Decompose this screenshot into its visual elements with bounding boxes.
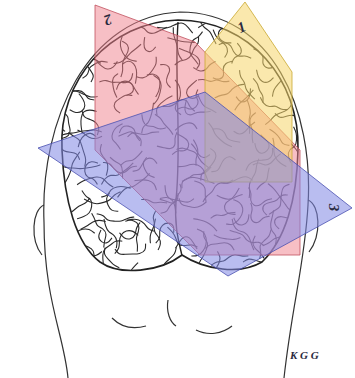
- brain-fold: [54, 234, 62, 269]
- brain-fold: [128, 263, 139, 299]
- brain-fold: [274, 26, 292, 37]
- brain-fold: [290, 80, 320, 103]
- brain-fold: [92, 213, 106, 247]
- signature: K G G: [290, 350, 319, 361]
- plane-number: 3: [326, 204, 341, 212]
- brain-fold: [80, 0, 85, 28]
- brain-fold: [288, 45, 315, 61]
- brain-fold: [62, 267, 90, 278]
- brain-fold: [84, 252, 102, 267]
- blue-plane: [38, 92, 352, 276]
- brain-fold: [153, 247, 176, 269]
- brain-fold: [104, 248, 119, 268]
- brain-fold: [70, 94, 85, 113]
- brain-fold: [103, 241, 122, 269]
- brain-fold: [78, 246, 102, 269]
- brain-fold: [290, 267, 322, 281]
- brain-fold: [65, 89, 98, 98]
- brain-fold: [81, 110, 97, 132]
- brain-fold: [62, 40, 92, 43]
- brain-fold: [77, 191, 92, 219]
- brain-fold: [61, 198, 89, 216]
- brain-fold: [38, 31, 58, 50]
- brain-fold: [56, 113, 70, 140]
- brain-fold: [82, 59, 93, 82]
- brain-fold: [127, 220, 139, 252]
- brain-fold: [115, 231, 138, 254]
- brain-fold: [47, 77, 63, 104]
- brain-fold: [255, 269, 263, 294]
- brain-fold: [115, 244, 146, 255]
- anatomical-planes: [38, 2, 352, 276]
- brain-fold: [178, 267, 203, 277]
- brain-fold: [43, 117, 65, 132]
- brain-fold: [236, 269, 247, 300]
- brain-fold: [61, 196, 74, 225]
- brain-fold: [62, 229, 95, 246]
- brain-fold: [68, 13, 96, 30]
- brain-fold: [283, 38, 301, 63]
- brain-fold: [60, 64, 81, 74]
